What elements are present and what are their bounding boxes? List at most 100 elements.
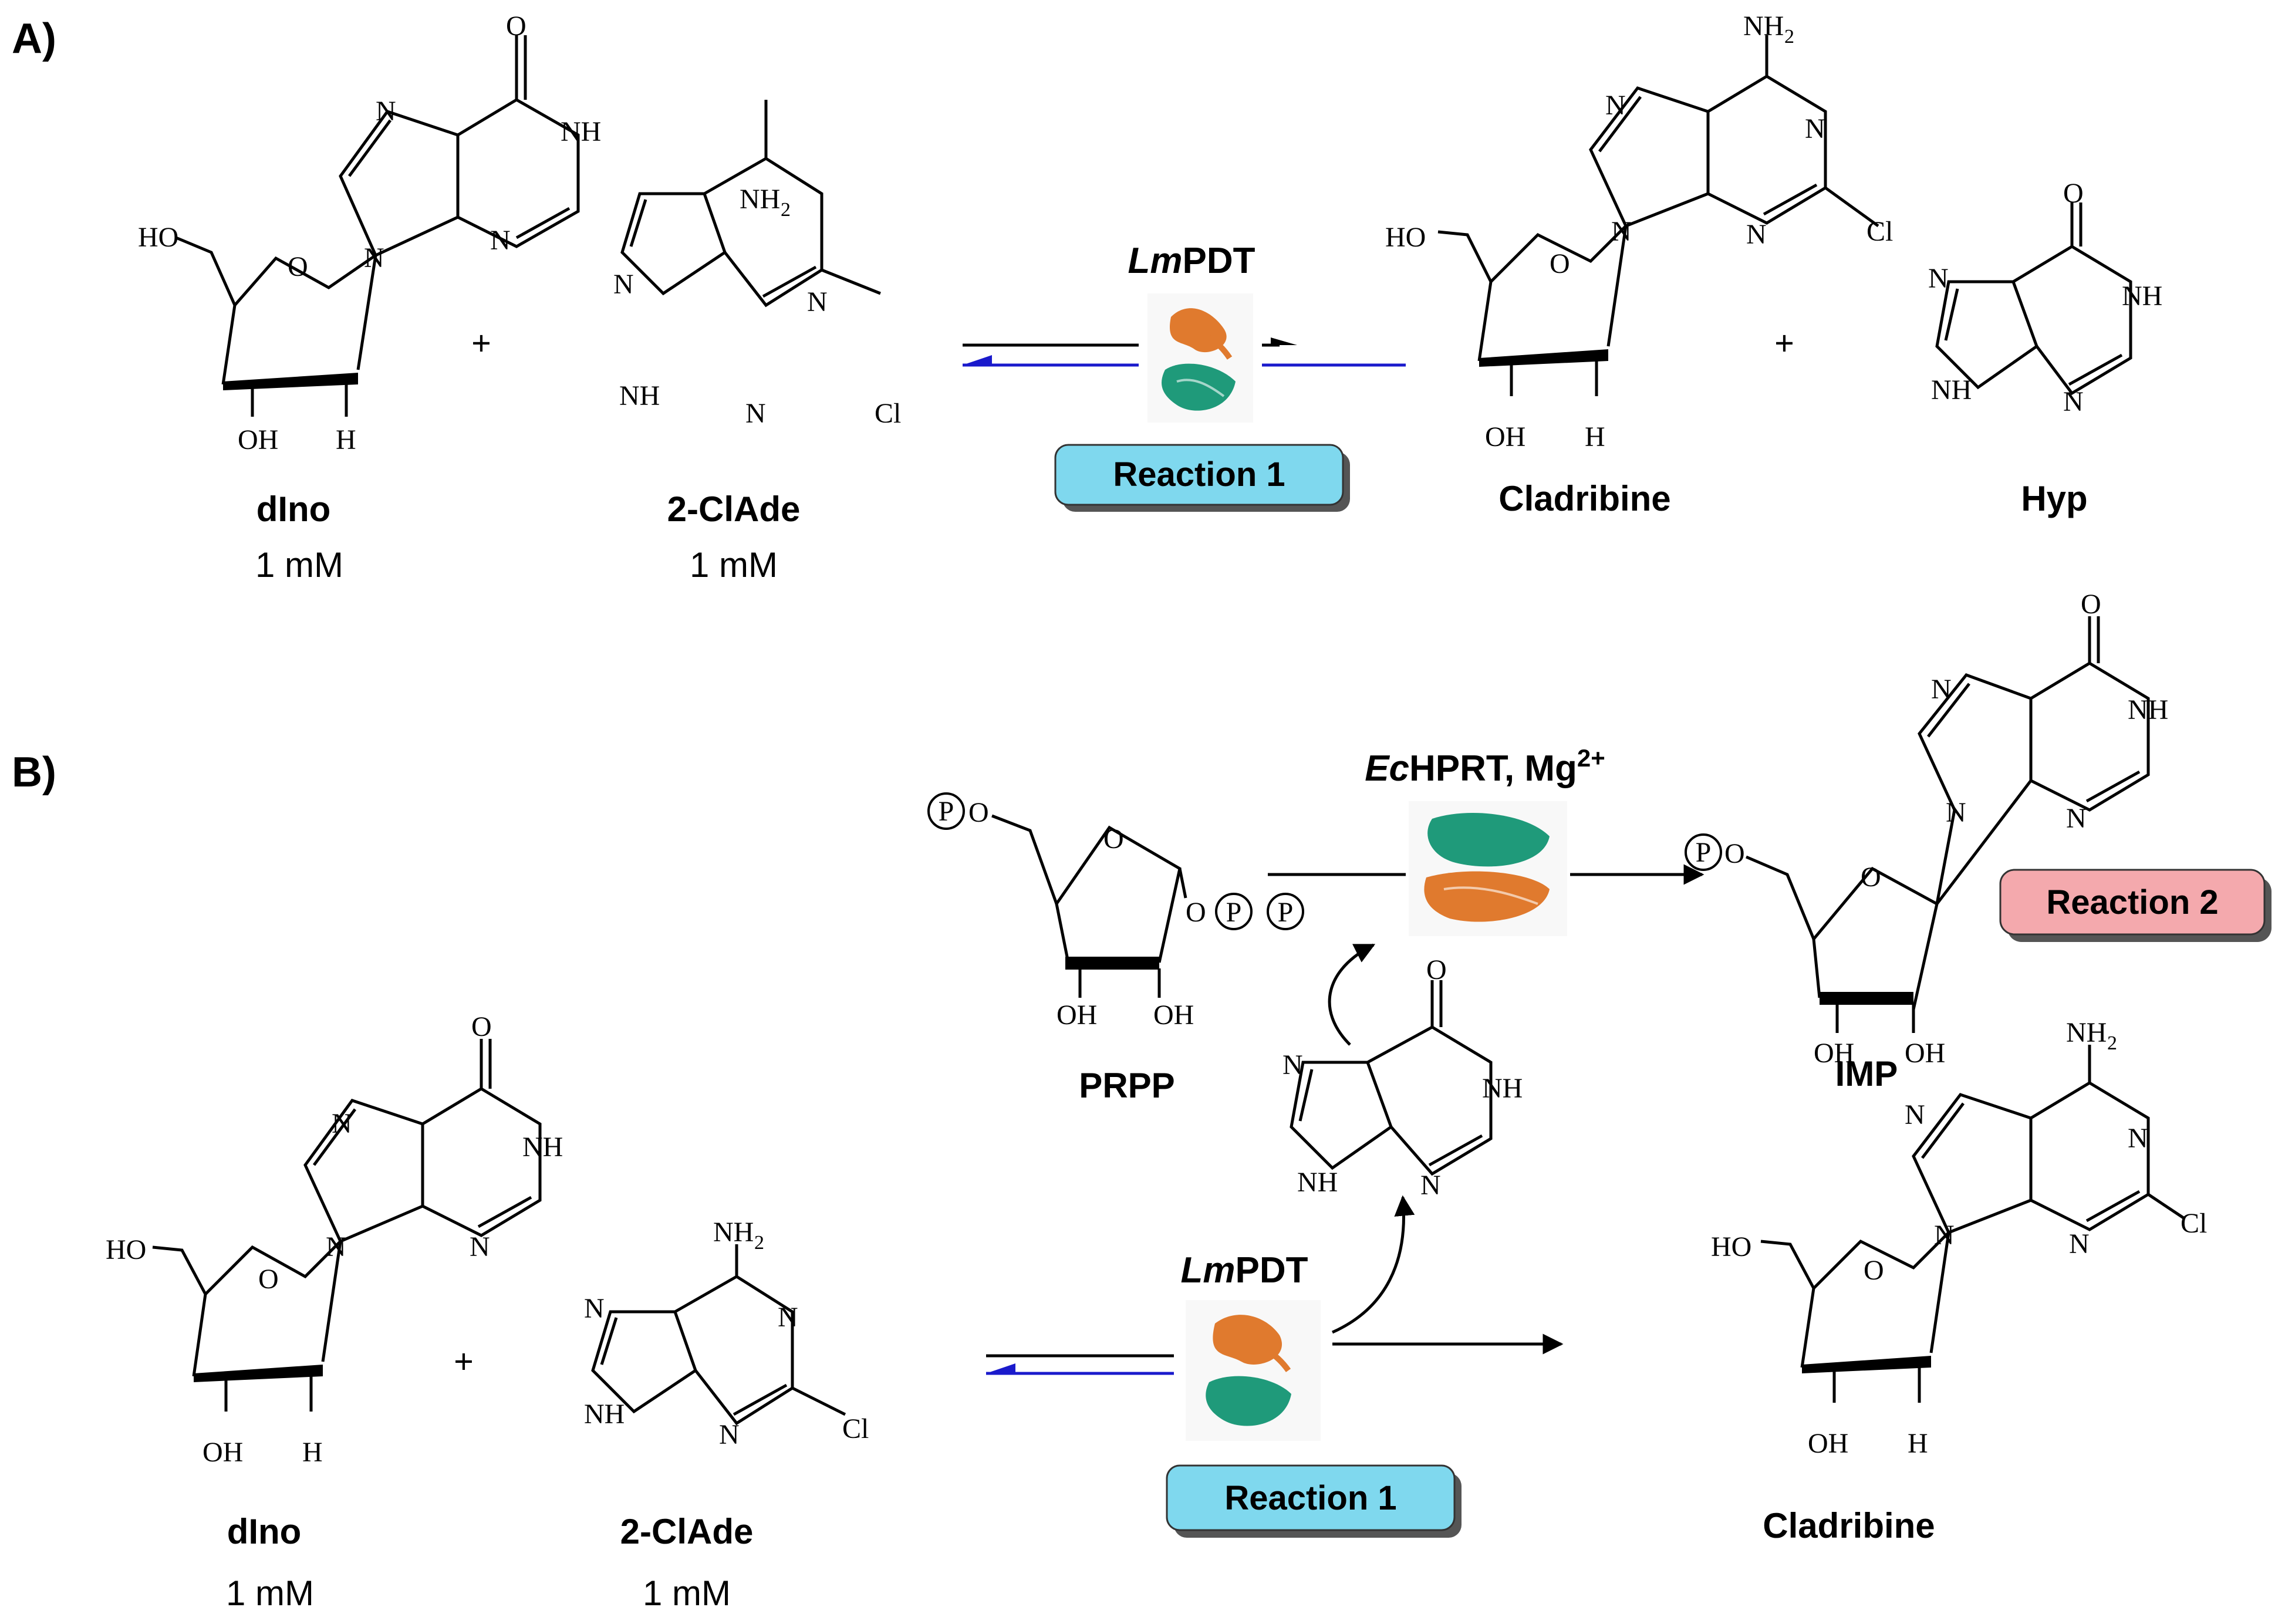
atom-label: NH bbox=[561, 116, 601, 147]
atom-label: N bbox=[1905, 1099, 1925, 1130]
atom-label: N bbox=[584, 1293, 605, 1324]
atom-label: N bbox=[1420, 1170, 1441, 1201]
equilibrium-arrows-a bbox=[963, 337, 1406, 367]
atom-label: N bbox=[1611, 216, 1632, 247]
cladribine-structure-a: NH 2 N N N N Cl O HO OH H bbox=[1385, 11, 1893, 453]
atom-label: N bbox=[1946, 797, 1966, 828]
atom-label: O bbox=[2063, 178, 2084, 209]
atom-label: O bbox=[506, 11, 526, 42]
atom-label: HO bbox=[106, 1234, 146, 1265]
atom-label: P bbox=[939, 796, 954, 827]
enzyme-name: PDT bbox=[1236, 1250, 1308, 1291]
protein-icon bbox=[1186, 1300, 1321, 1441]
curved-arrow bbox=[1331, 1195, 1415, 1334]
panel-label-b: B) bbox=[12, 749, 56, 796]
atom-label: N bbox=[2128, 1123, 2148, 1154]
curved-arrow bbox=[1328, 943, 1376, 1046]
echprt-enzyme-label: EcHPRT, Mg2+ bbox=[1365, 744, 1605, 789]
imp-structure: P O O N N O NH N OH OH bbox=[1685, 589, 2168, 1069]
atom-label: NH bbox=[740, 184, 780, 215]
atom-label: 2 bbox=[754, 1232, 764, 1254]
atom-label: NH bbox=[2066, 1017, 2107, 1048]
atom-label: O bbox=[968, 797, 989, 828]
atom-label: N bbox=[1746, 219, 1767, 250]
charge-superscript: 2+ bbox=[1577, 744, 1605, 772]
svg-text:EcHPRT, Mg2+: EcHPRT, Mg2+ bbox=[1365, 744, 1605, 789]
atom-label: O bbox=[1103, 823, 1124, 855]
atom-label: 2 bbox=[2107, 1032, 2117, 1054]
atom-label: NH bbox=[1931, 374, 1972, 406]
enzyme-italic: Ec bbox=[1365, 748, 1409, 789]
atom-label: O bbox=[471, 1011, 492, 1042]
atom-label: P bbox=[1696, 837, 1712, 868]
atom-label: N bbox=[719, 1419, 740, 1450]
atom-label: OH bbox=[1153, 1000, 1194, 1031]
atom-label: N bbox=[1805, 113, 1825, 144]
atom-label: H bbox=[1585, 421, 1605, 453]
reaction-1-label-b: Reaction 1 bbox=[1224, 1479, 1396, 1517]
atom-label: N bbox=[470, 1231, 490, 1262]
lmpdt-enzyme-label-a: LmPDT bbox=[1128, 241, 1255, 281]
equilibrium-arrows-b bbox=[986, 1333, 1564, 1375]
atom-label: HO bbox=[1385, 222, 1426, 253]
atom-label: NH bbox=[619, 380, 660, 411]
atom-label: N bbox=[332, 1108, 352, 1139]
hypoxanthine-structure-a: O N NH N NH bbox=[1928, 178, 2162, 417]
enzyme-name: HPRT, Mg bbox=[1409, 748, 1577, 789]
atom-label: N bbox=[376, 96, 396, 127]
svg-text:LmPDT: LmPDT bbox=[1181, 1250, 1308, 1291]
reaction-1-label-a: Reaction 1 bbox=[1113, 455, 1285, 494]
atom-label: N bbox=[745, 398, 766, 429]
atom-label: O bbox=[258, 1264, 279, 1295]
compound-hyp-a: Hyp bbox=[2021, 479, 2087, 518]
plus-sign: + bbox=[1774, 324, 1794, 363]
atom-label: N bbox=[2069, 1228, 2090, 1260]
enzyme-name: PDT bbox=[1183, 241, 1255, 281]
atom-label: N bbox=[1931, 674, 1952, 705]
atom-label: N bbox=[2066, 803, 2087, 834]
atom-label: O bbox=[1724, 838, 1745, 869]
atom-label: O bbox=[1186, 897, 1206, 928]
atom-label: O bbox=[1861, 862, 1881, 893]
plus-sign: + bbox=[454, 1342, 474, 1381]
atom-label: N bbox=[1928, 263, 1949, 294]
concentration-cladeine-a: 1 mM bbox=[690, 545, 778, 585]
atom-label: N bbox=[326, 1231, 346, 1262]
svg-text:LmPDT: LmPDT bbox=[1128, 241, 1255, 281]
atom-label: OH bbox=[1808, 1428, 1848, 1459]
reaction-1-box-b: Reaction 1 bbox=[1166, 1464, 1462, 1538]
concentration-dino-b: 1 mM bbox=[226, 1574, 314, 1613]
atom-label: H bbox=[302, 1437, 323, 1468]
atom-label: NH bbox=[1482, 1073, 1523, 1104]
atom-label: Cl bbox=[2181, 1208, 2207, 1239]
dino-structure-b: O N NH N N O HO OH H bbox=[106, 1011, 563, 1468]
protein-icon bbox=[1147, 293, 1253, 423]
atom-label: O bbox=[288, 251, 308, 282]
atom-label: HO bbox=[1711, 1231, 1751, 1262]
atom-label: N bbox=[1282, 1049, 1303, 1081]
compound-dino-b: dIno bbox=[227, 1512, 302, 1551]
atom-label: O bbox=[2081, 589, 2101, 620]
atom-label: NH bbox=[1297, 1167, 1338, 1198]
atom-label: OH bbox=[238, 424, 278, 455]
atom-label: N bbox=[778, 1302, 798, 1333]
atom-label: O bbox=[1550, 248, 1570, 279]
compound-cladeine-b: 2-ClAde bbox=[620, 1512, 754, 1551]
atom-label: P bbox=[1278, 897, 1294, 928]
atom-label: N bbox=[613, 269, 634, 300]
atom-label: HO bbox=[138, 222, 178, 253]
cl-adenine-structure-a: NH 2 N N N NH Cl bbox=[613, 100, 901, 429]
atom-label: N bbox=[364, 242, 384, 274]
reaction-2-box: Reaction 2 bbox=[1999, 869, 2272, 942]
cladribine-structure-b: NH 2 N N N N Cl O HO OH H bbox=[1711, 1017, 2207, 1459]
atom-label: NH bbox=[2122, 281, 2162, 312]
cl-adenine-structure-b: NH 2 N N N NH Cl bbox=[584, 1217, 869, 1450]
compound-prpp: PRPP bbox=[1079, 1066, 1174, 1105]
atom-label: O bbox=[1864, 1255, 1884, 1286]
atom-label: H bbox=[1908, 1428, 1928, 1459]
atom-label: OH bbox=[202, 1437, 243, 1468]
atom-label: N bbox=[1934, 1220, 1955, 1251]
atom-label: Cl bbox=[875, 398, 901, 429]
atom-label: NH bbox=[2128, 694, 2168, 725]
